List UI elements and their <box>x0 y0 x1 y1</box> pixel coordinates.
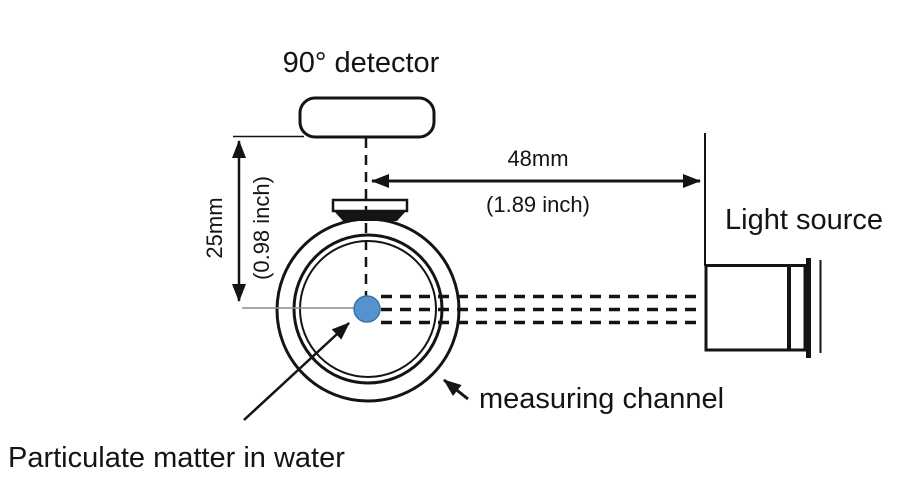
measuring-channel-wall-inner <box>299 240 437 378</box>
vial-cap-top <box>331 198 409 213</box>
detector-label: 90° detector <box>283 47 440 79</box>
vial-cap-base <box>334 211 406 221</box>
light-source-body <box>704 258 822 358</box>
dimension-label-098inch: (0.98 inch) <box>249 176 274 280</box>
detector-body <box>298 96 436 139</box>
measuring-channel-callout-arrow <box>443 378 469 401</box>
dimension-label-189inch: (1.89 inch) <box>486 192 590 217</box>
dimension-label-48mm: 48mm <box>507 146 568 171</box>
light-beam-dashes <box>381 294 704 325</box>
light-source-label: Light source <box>725 204 883 236</box>
measuring-channel-label: measuring channel <box>479 383 724 415</box>
particulate-label: Particulate matter in water <box>8 442 345 474</box>
dimension-label-25mm: 25mm <box>202 197 227 258</box>
particulate-callout-arrow <box>243 322 350 421</box>
particle-dot <box>353 295 381 323</box>
